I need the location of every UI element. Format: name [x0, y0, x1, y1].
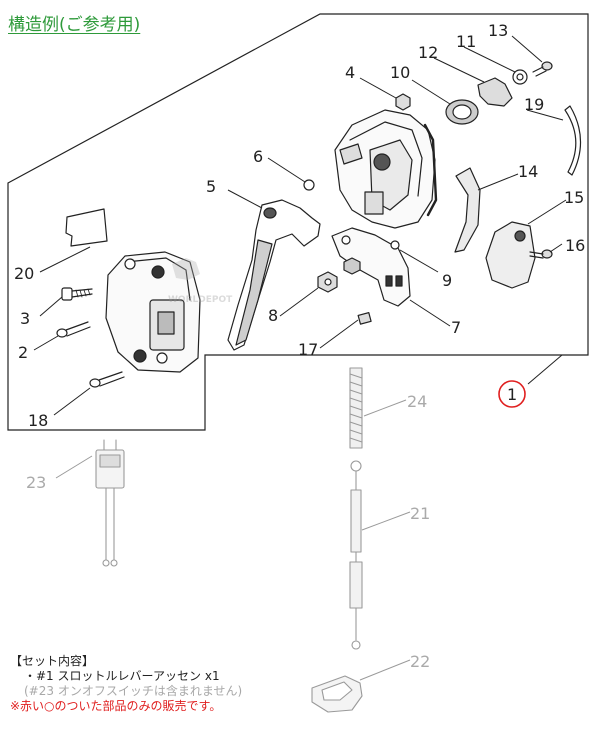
part-16-screw	[529, 249, 553, 259]
label-part-18: 18	[28, 411, 48, 430]
part-main-housing	[334, 109, 438, 229]
part-22-clamp	[311, 675, 363, 713]
label-part-8: 8	[268, 306, 278, 325]
part-13-screw	[532, 61, 553, 77]
notes-item-2: (#23 オンオフスイッチは含まれません)	[24, 684, 243, 698]
label-part-2: 2	[18, 343, 28, 362]
part-15-grip	[485, 221, 536, 289]
label-part-5: 5	[206, 177, 216, 196]
part-2-screw	[56, 321, 91, 338]
watermark-text: WORLDEPOT	[168, 295, 233, 305]
notes-item-1: ・#1 スロットルレバーアッセン x1	[24, 669, 220, 683]
label-part-23: 23	[26, 473, 46, 492]
part-20-gasket	[65, 208, 108, 247]
label-part-4: 4	[345, 63, 355, 82]
label-part-24: 24	[407, 392, 427, 411]
label-part-17: 17	[298, 340, 318, 359]
label-part-19: 19	[524, 95, 544, 114]
part-14-lever-plate	[454, 167, 481, 253]
notes-warning: ※赤い○のついた部品のみの販売です。	[10, 699, 222, 713]
part-5-throttle-lever	[227, 199, 321, 351]
part-10-bearing	[445, 99, 479, 125]
label-part-21: 21	[410, 504, 430, 523]
page-title: 構造例(ご参考用)	[8, 15, 141, 35]
part-3-screw	[61, 287, 93, 301]
part-12-cam-plate	[477, 77, 513, 107]
label-part-10: 10	[390, 63, 410, 82]
label-part-13: 13	[488, 21, 508, 40]
part-7-9-bracket	[331, 227, 411, 307]
watermark-logo: WORLDEPOT	[168, 258, 233, 305]
label-part-16: 16	[565, 236, 585, 255]
label-part-12: 12	[418, 43, 438, 62]
part-housing-cover	[105, 251, 201, 373]
label-part-22: 22	[410, 652, 430, 671]
part-19-spring	[564, 105, 582, 176]
part-4-nut	[395, 93, 411, 111]
label-part-11: 11	[456, 32, 476, 51]
label-part-9: 9	[442, 271, 452, 290]
part-17-block	[357, 311, 372, 325]
part-18-screw	[89, 371, 125, 388]
label-part-3: 3	[20, 309, 30, 328]
set-contents-notes: 【セット内容】 ・#1 スロットルレバーアッセン x1 (#23 オンオフスイッ…	[10, 654, 242, 714]
part-24-spring	[349, 367, 363, 449]
part-23-switch	[95, 439, 125, 567]
label-part-14: 14	[518, 162, 538, 181]
label-part-15: 15	[564, 188, 584, 207]
label-part-1: 1	[507, 385, 517, 404]
label-part-20: 20	[14, 264, 34, 283]
label-part-7: 7	[451, 318, 461, 337]
notes-header: 【セット内容】	[10, 654, 95, 668]
part-21-throttle-cable	[349, 460, 363, 650]
assembly-boundary	[7, 13, 589, 431]
label-part-6: 6	[253, 147, 263, 166]
part-6-clip	[303, 179, 315, 191]
part-11-washer	[512, 69, 528, 85]
highlight-circle-part-1	[498, 380, 526, 408]
